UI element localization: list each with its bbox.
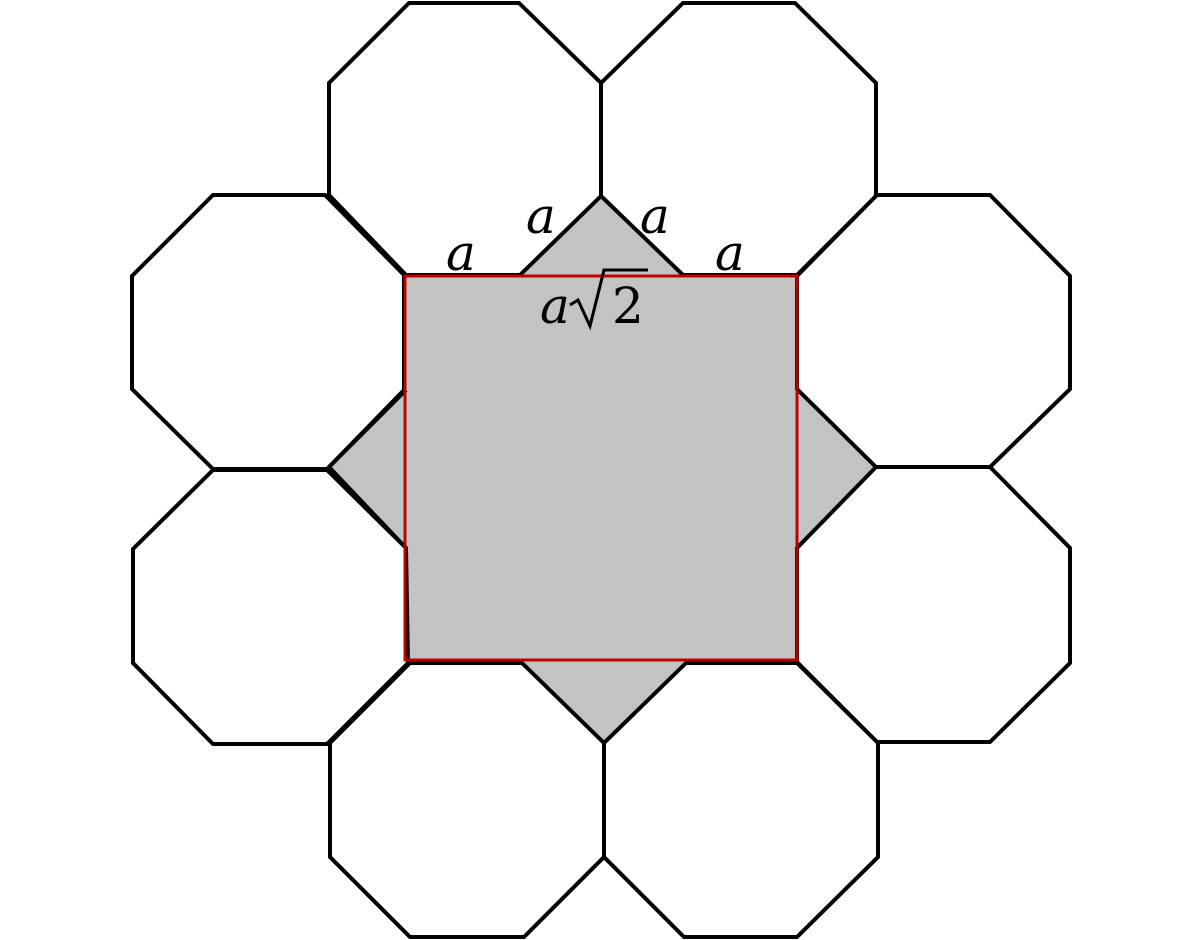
octagon-left-upper bbox=[130, 193, 406, 471]
square-side-variable: a bbox=[540, 277, 570, 335]
octagon-bottom-right bbox=[602, 661, 880, 939]
diamond-edge bbox=[327, 465, 408, 550]
radical-sign-icon bbox=[569, 268, 648, 331]
octagon-bottom-left bbox=[328, 661, 606, 939]
octagon-right-upper bbox=[795, 193, 1072, 469]
square-side-label: a 2 bbox=[540, 268, 648, 335]
gray-gap-region bbox=[329, 196, 876, 743]
edge-label-left: a bbox=[446, 224, 476, 282]
diamond-edge bbox=[327, 388, 408, 469]
square-side-radicand: 2 bbox=[612, 277, 644, 335]
edge-label-diamond-left: a bbox=[526, 187, 556, 245]
edge-label-right: a bbox=[715, 224, 745, 282]
edge-label-diamond-right: a bbox=[640, 187, 670, 245]
octagon-left-lower bbox=[131, 468, 411, 746]
